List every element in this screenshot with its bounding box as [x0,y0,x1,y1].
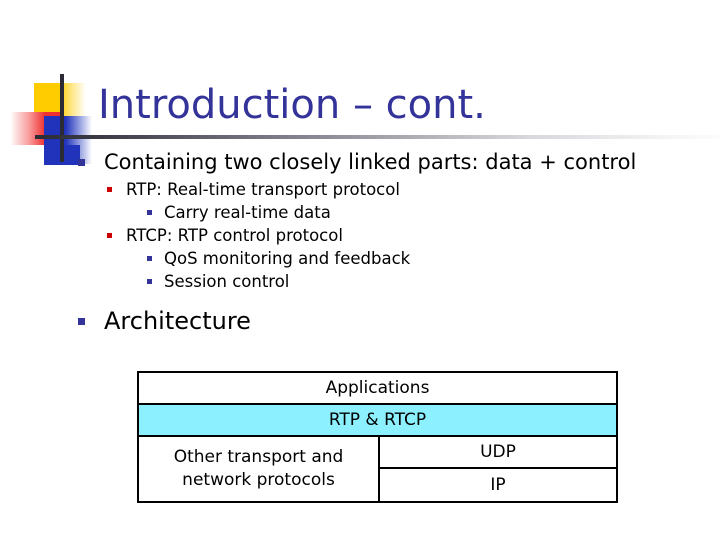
table-cell-other-protocols: Other transport and network protocols [139,437,380,501]
table-row-transport: Other transport and network protocols UD… [139,437,616,501]
bullet-marker-icon [78,318,85,325]
list-item: Session control [0,270,720,293]
list-item: RTP: Real-time transport protocol [0,178,720,201]
bullet-marker-icon [107,187,112,192]
bullet-marker-icon [107,233,112,238]
table-cell-ip: IP [490,475,506,495]
bullet-marker-icon [147,256,152,261]
list-item-label: QoS monitoring and feedback [164,249,411,268]
list-item-label: Containing two closely linked parts: dat… [104,150,637,174]
table-cell-udp: UDP [380,437,616,469]
table-row-rtp-rtcp: RTP & RTCP [139,405,616,437]
bullet-marker-icon [147,279,152,284]
title-divider-rule [35,135,720,139]
decorative-logo [0,0,120,165]
logo-vertical-rule [60,74,64,162]
list-item-label: RTP: Real-time transport protocol [126,180,400,199]
list-item-label: Session control [164,272,290,291]
list-item-label: Carry real-time data [164,203,331,222]
list-item: RTCP: RTP control protocol [0,224,720,247]
bullet-marker-icon [147,210,152,215]
list-item: Containing two closely linked parts: dat… [0,148,720,177]
architecture-heading-item: Architecture [0,304,720,338]
bullet-list: Containing two closely linked parts: dat… [0,148,720,338]
architecture-stack-table: Applications RTP & RTCP Other transport … [137,371,618,503]
list-item: QoS monitoring and feedback [0,247,720,270]
bullet-marker-icon [78,159,85,166]
table-cell-other-protocols-line2: network protocols [182,470,335,490]
list-item: Carry real-time data [0,201,720,224]
table-cell-other-protocols-line1: Other transport and [173,447,344,467]
list-item-label: RTCP: RTP control protocol [126,226,343,245]
table-cell-udp-ip-group: UDP IP [380,437,616,501]
page-title: Introduction – cont. [98,82,486,128]
architecture-heading-label: Architecture [104,307,251,335]
table-row-applications: Applications [139,373,616,405]
